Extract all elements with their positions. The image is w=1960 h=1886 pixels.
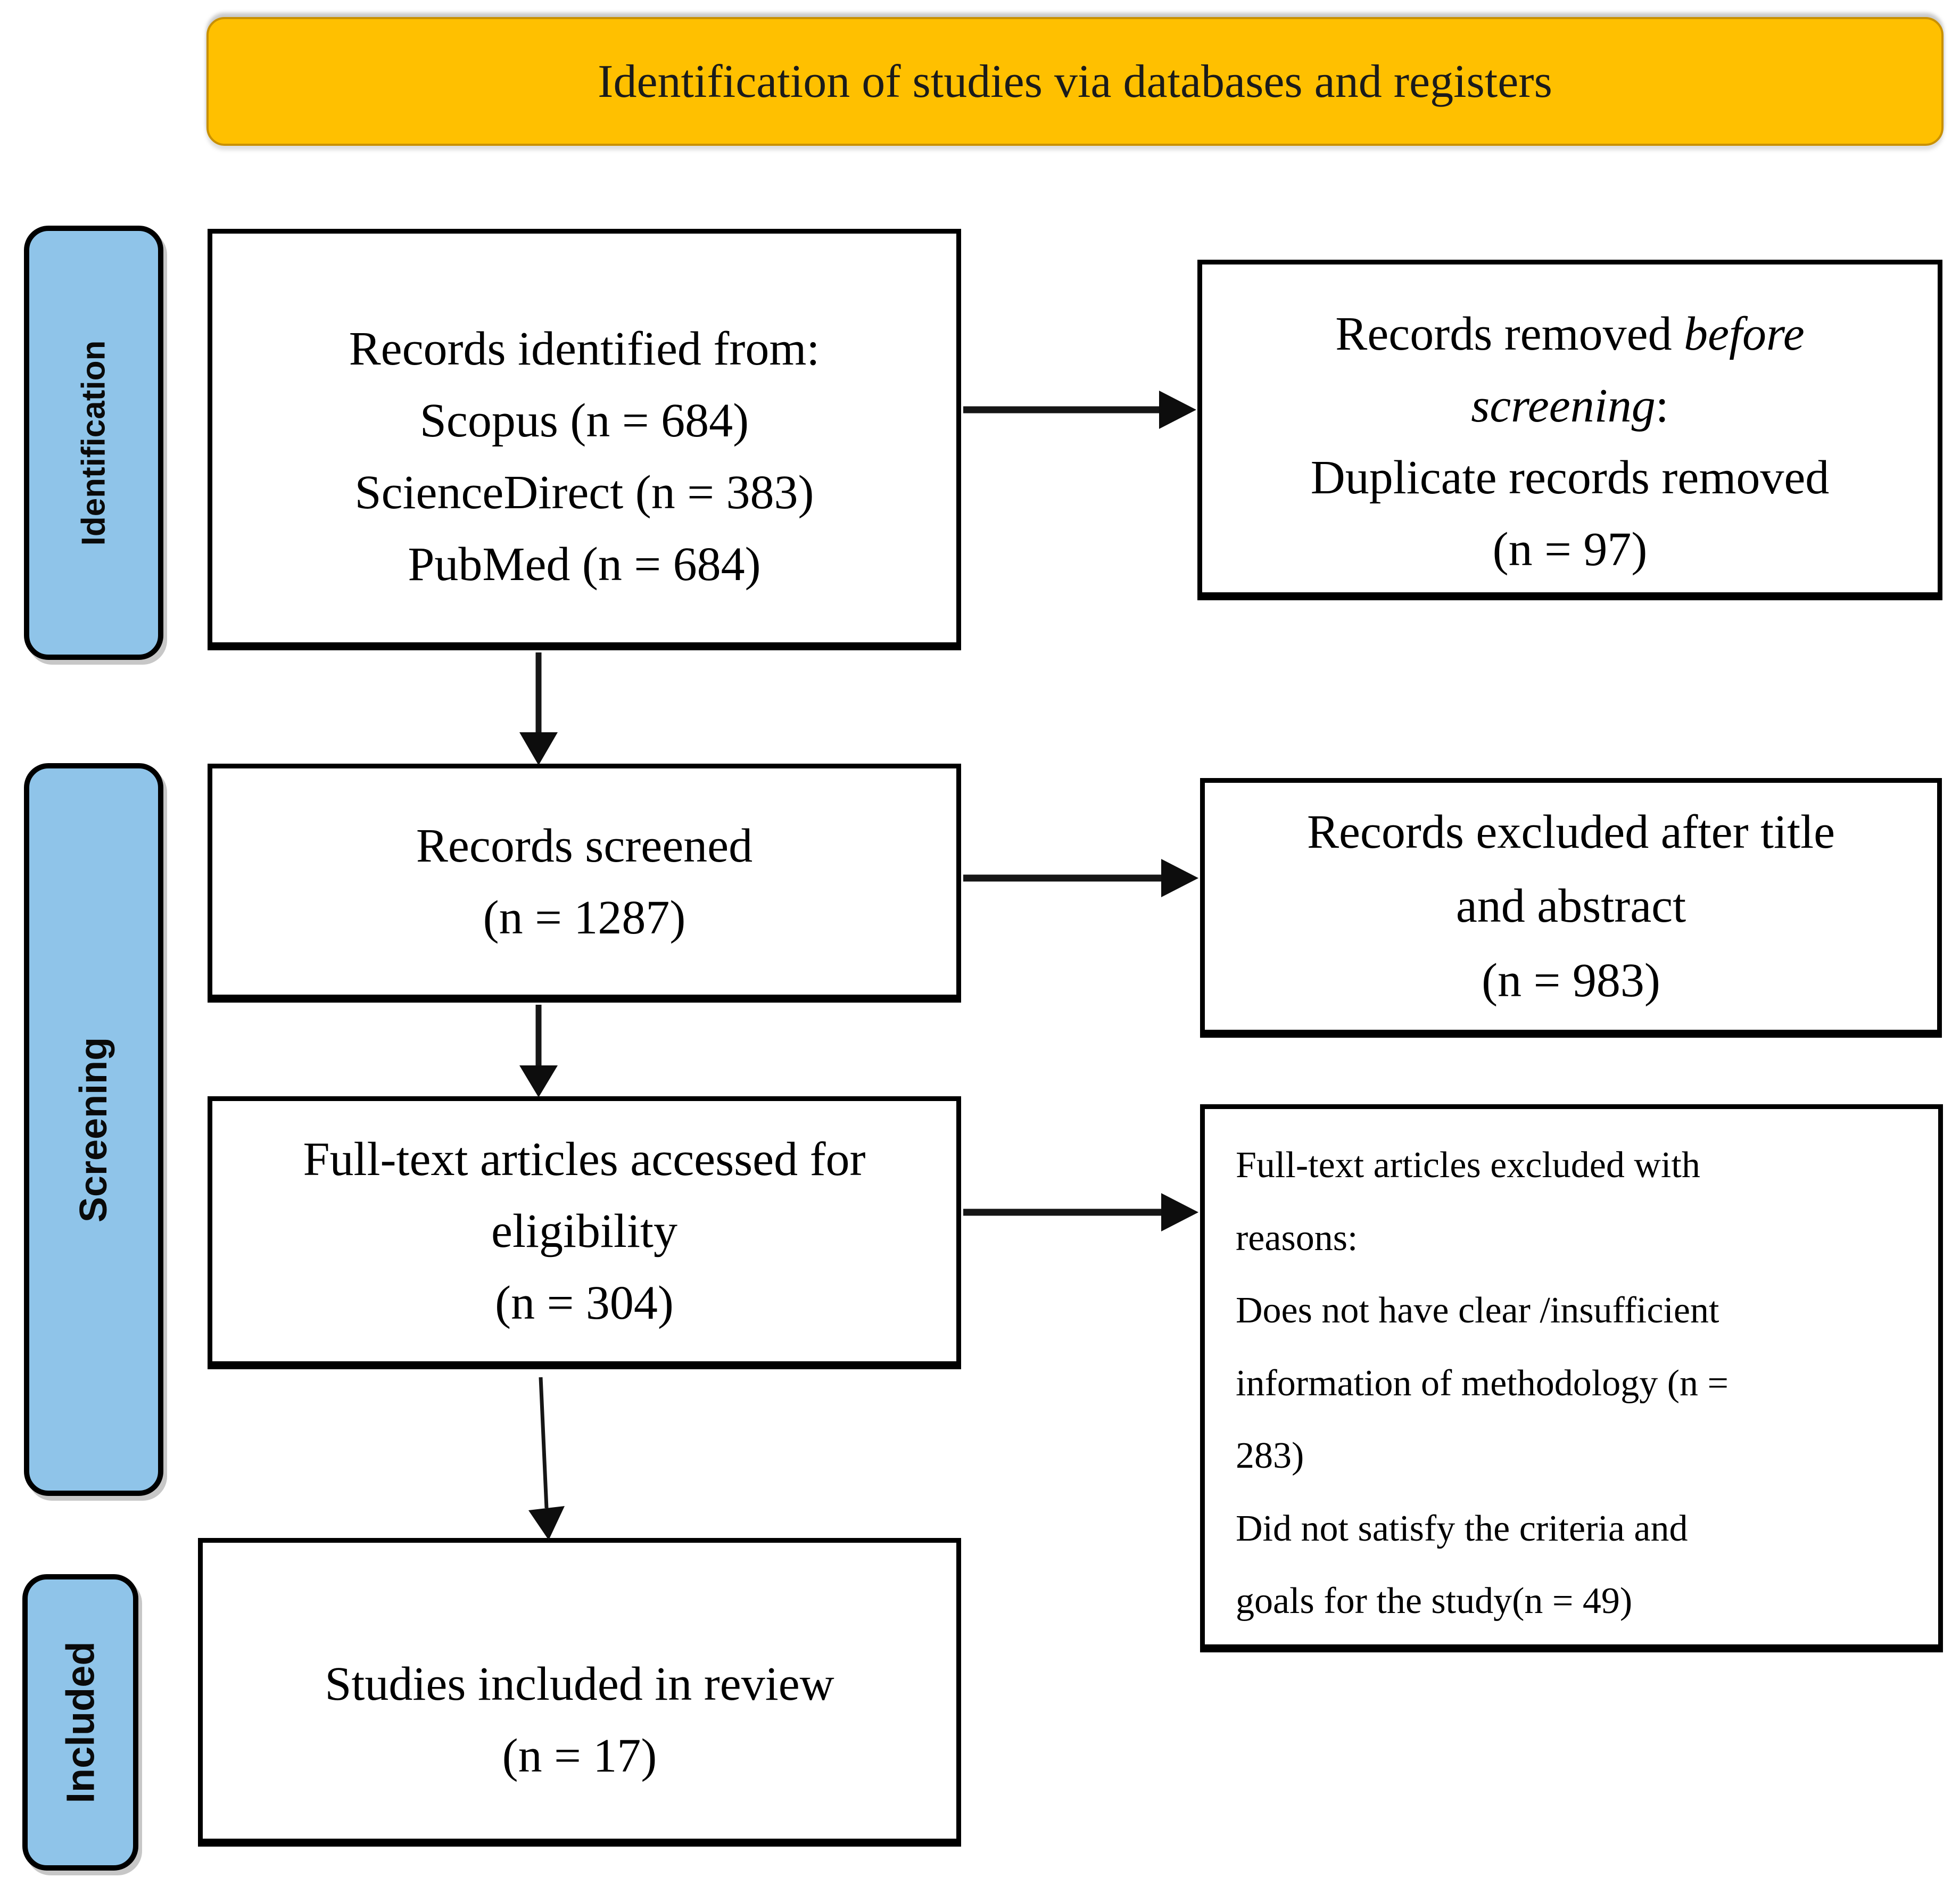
banner-title: Identification of studies via databases … <box>598 55 1552 107</box>
arrow-down-identified-to-screened-icon <box>519 652 558 765</box>
fulltext-assessed-count: (n = 304) <box>495 1277 674 1329</box>
fulltext-excluded-line6: Did not satisfy the criteria and <box>1236 1508 1688 1549</box>
fulltext-excluded-line5: 283) <box>1236 1435 1304 1476</box>
arrow-right-identified-to-removed-icon <box>963 391 1196 429</box>
arrow-right-fulltext-to-excluded-icon <box>963 1193 1198 1231</box>
fulltext-excluded-line2: reasons: <box>1236 1217 1358 1259</box>
records-removed-line2: screening: <box>1471 370 1669 442</box>
stage-identification: Identification <box>24 226 163 660</box>
fulltext-excluded-line4: information of methodology (n = <box>1236 1362 1729 1404</box>
studies-included-count: (n = 17) <box>502 1730 657 1782</box>
arrow-down-fulltext-to-included-icon <box>528 1377 565 1540</box>
box-fulltext-excluded-reasons: Full-text articles excluded with reasons… <box>1200 1104 1943 1652</box>
box-fulltext-assessed: Full-text articles accessed for eligibil… <box>208 1096 961 1369</box>
records-removed-line1-italic: before <box>1684 308 1805 360</box>
records-excluded-count: (n = 983) <box>1482 954 1660 1007</box>
fulltext-excluded-line7: goals for the study(n = 49) <box>1236 1581 1633 1622</box>
banner-identification-of-studies: Identification of studies via databases … <box>206 17 1944 146</box>
box-records-removed-before-screening: Records removed before screening: Duplic… <box>1197 260 1942 600</box>
stage-screening: Screening <box>24 763 163 1496</box>
records-identified-scopus: Scopus (n = 684) <box>419 394 749 447</box>
arrow-right-screened-to-excluded-icon <box>963 859 1198 897</box>
records-identified-line: Records identified from: <box>349 322 820 375</box>
records-removed-line2-text: : <box>1655 379 1669 432</box>
fulltext-assessed-line2: eligibility <box>491 1205 677 1258</box>
box-studies-included: Studies included in review (n = 17) <box>198 1538 961 1847</box>
fulltext-excluded-line3: Does not have clear /insufficient <box>1236 1290 1719 1331</box>
fulltext-assessed-line1: Full-text articles accessed for <box>303 1133 866 1186</box>
arrow-down-screened-to-fulltext-icon <box>519 1005 558 1097</box>
stage-included-label: Included <box>58 1641 103 1804</box>
records-removed-line2-italic: screening <box>1471 379 1656 432</box>
studies-included-line: Studies included in review <box>325 1658 834 1710</box>
box-records-screened: Records screened (n = 1287) <box>208 764 961 1003</box>
records-screened-line: Records screened <box>416 819 753 872</box>
records-removed-duplicates: Duplicate records removed <box>1310 451 1830 504</box>
records-removed-line1: Records removed before <box>1335 298 1804 370</box>
box-records-identified: Records identified from: Scopus (n = 684… <box>208 229 961 650</box>
records-excluded-line2: and abstract <box>1455 880 1686 933</box>
fulltext-excluded-line1: Full-text articles excluded with <box>1236 1145 1700 1186</box>
stage-screening-label: Screening <box>72 1037 115 1222</box>
stage-included: Included <box>22 1574 138 1871</box>
box-records-excluded-title-abstract: Records excluded after title and abstrac… <box>1200 778 1942 1038</box>
records-removed-count: (n = 97) <box>1492 523 1648 576</box>
stage-identification-label: Identification <box>75 340 112 545</box>
records-screened-count: (n = 1287) <box>483 891 686 944</box>
records-excluded-line1: Records excluded after title <box>1306 805 1835 858</box>
records-removed-line1-text: Records removed <box>1335 308 1684 360</box>
records-identified-sciencedirect: ScienceDirect (n = 383) <box>354 466 814 519</box>
records-identified-pubmed: PubMed (n = 684) <box>408 538 761 591</box>
